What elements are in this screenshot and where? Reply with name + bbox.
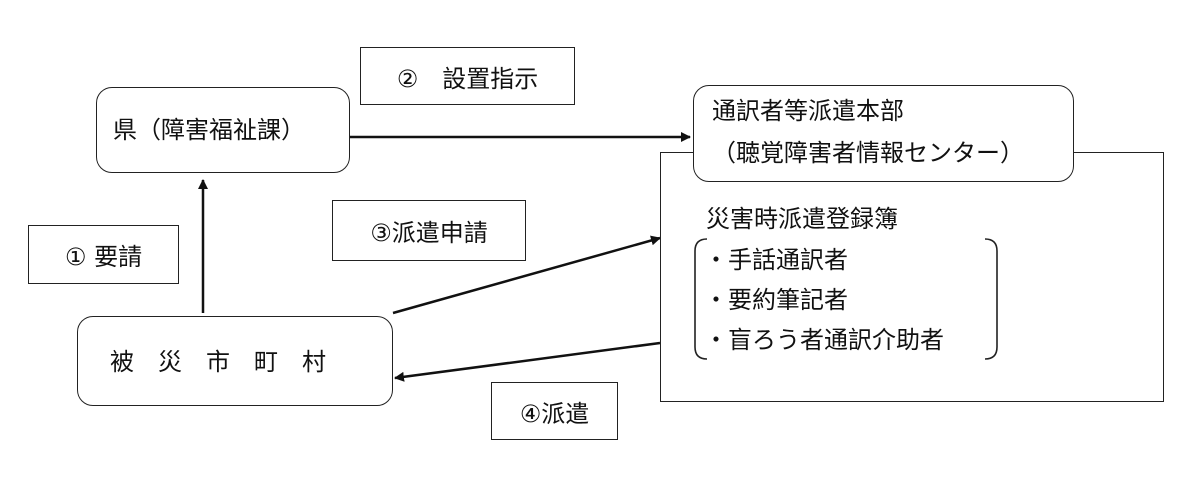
hq-label-line2: （聴覚障害者情報センター） bbox=[712, 139, 1024, 167]
municipality-label: 被 災 市 町 村 bbox=[110, 348, 326, 376]
hq-node: 通訳者等派遣本部 （聴覚障害者情報センター） bbox=[693, 85, 1074, 182]
arrow-dispatch bbox=[394, 341, 661, 382]
step-request-label: ① 要請 bbox=[28, 225, 179, 284]
registry-item-sign-interpreter: ・手話通訳者 bbox=[704, 246, 848, 274]
registry-list: ・手話通訳者 ・要約筆記者 ・盲ろう者通訳介助者 bbox=[704, 240, 944, 360]
prefecture-node: 県（障害福祉課） bbox=[96, 87, 350, 173]
step-dispatch-label: ④派遣 bbox=[491, 382, 618, 440]
registry-bracket-svg bbox=[694, 238, 998, 360]
registry-title: 災害時派遣登録簿 bbox=[706, 205, 898, 233]
arrow-dispatch-request bbox=[392, 235, 661, 315]
step-dispatch-request-label: ③派遣申請 bbox=[332, 200, 526, 261]
step-setup-instruction-label: ② 設置指示 bbox=[360, 47, 575, 105]
prefecture-label: 県（障害福祉課） bbox=[113, 116, 305, 144]
municipality-node: 被 災 市 町 村 bbox=[77, 316, 393, 406]
registry-item-summary-writer: ・要約筆記者 bbox=[704, 286, 848, 314]
registry-item-deafblind-interpreter: ・盲ろう者通訳介助者 bbox=[704, 326, 944, 354]
hq-label-line1: 通訳者等派遣本部 bbox=[712, 97, 904, 125]
registry-bracket bbox=[693, 237, 999, 361]
registry-box bbox=[660, 152, 1164, 402]
